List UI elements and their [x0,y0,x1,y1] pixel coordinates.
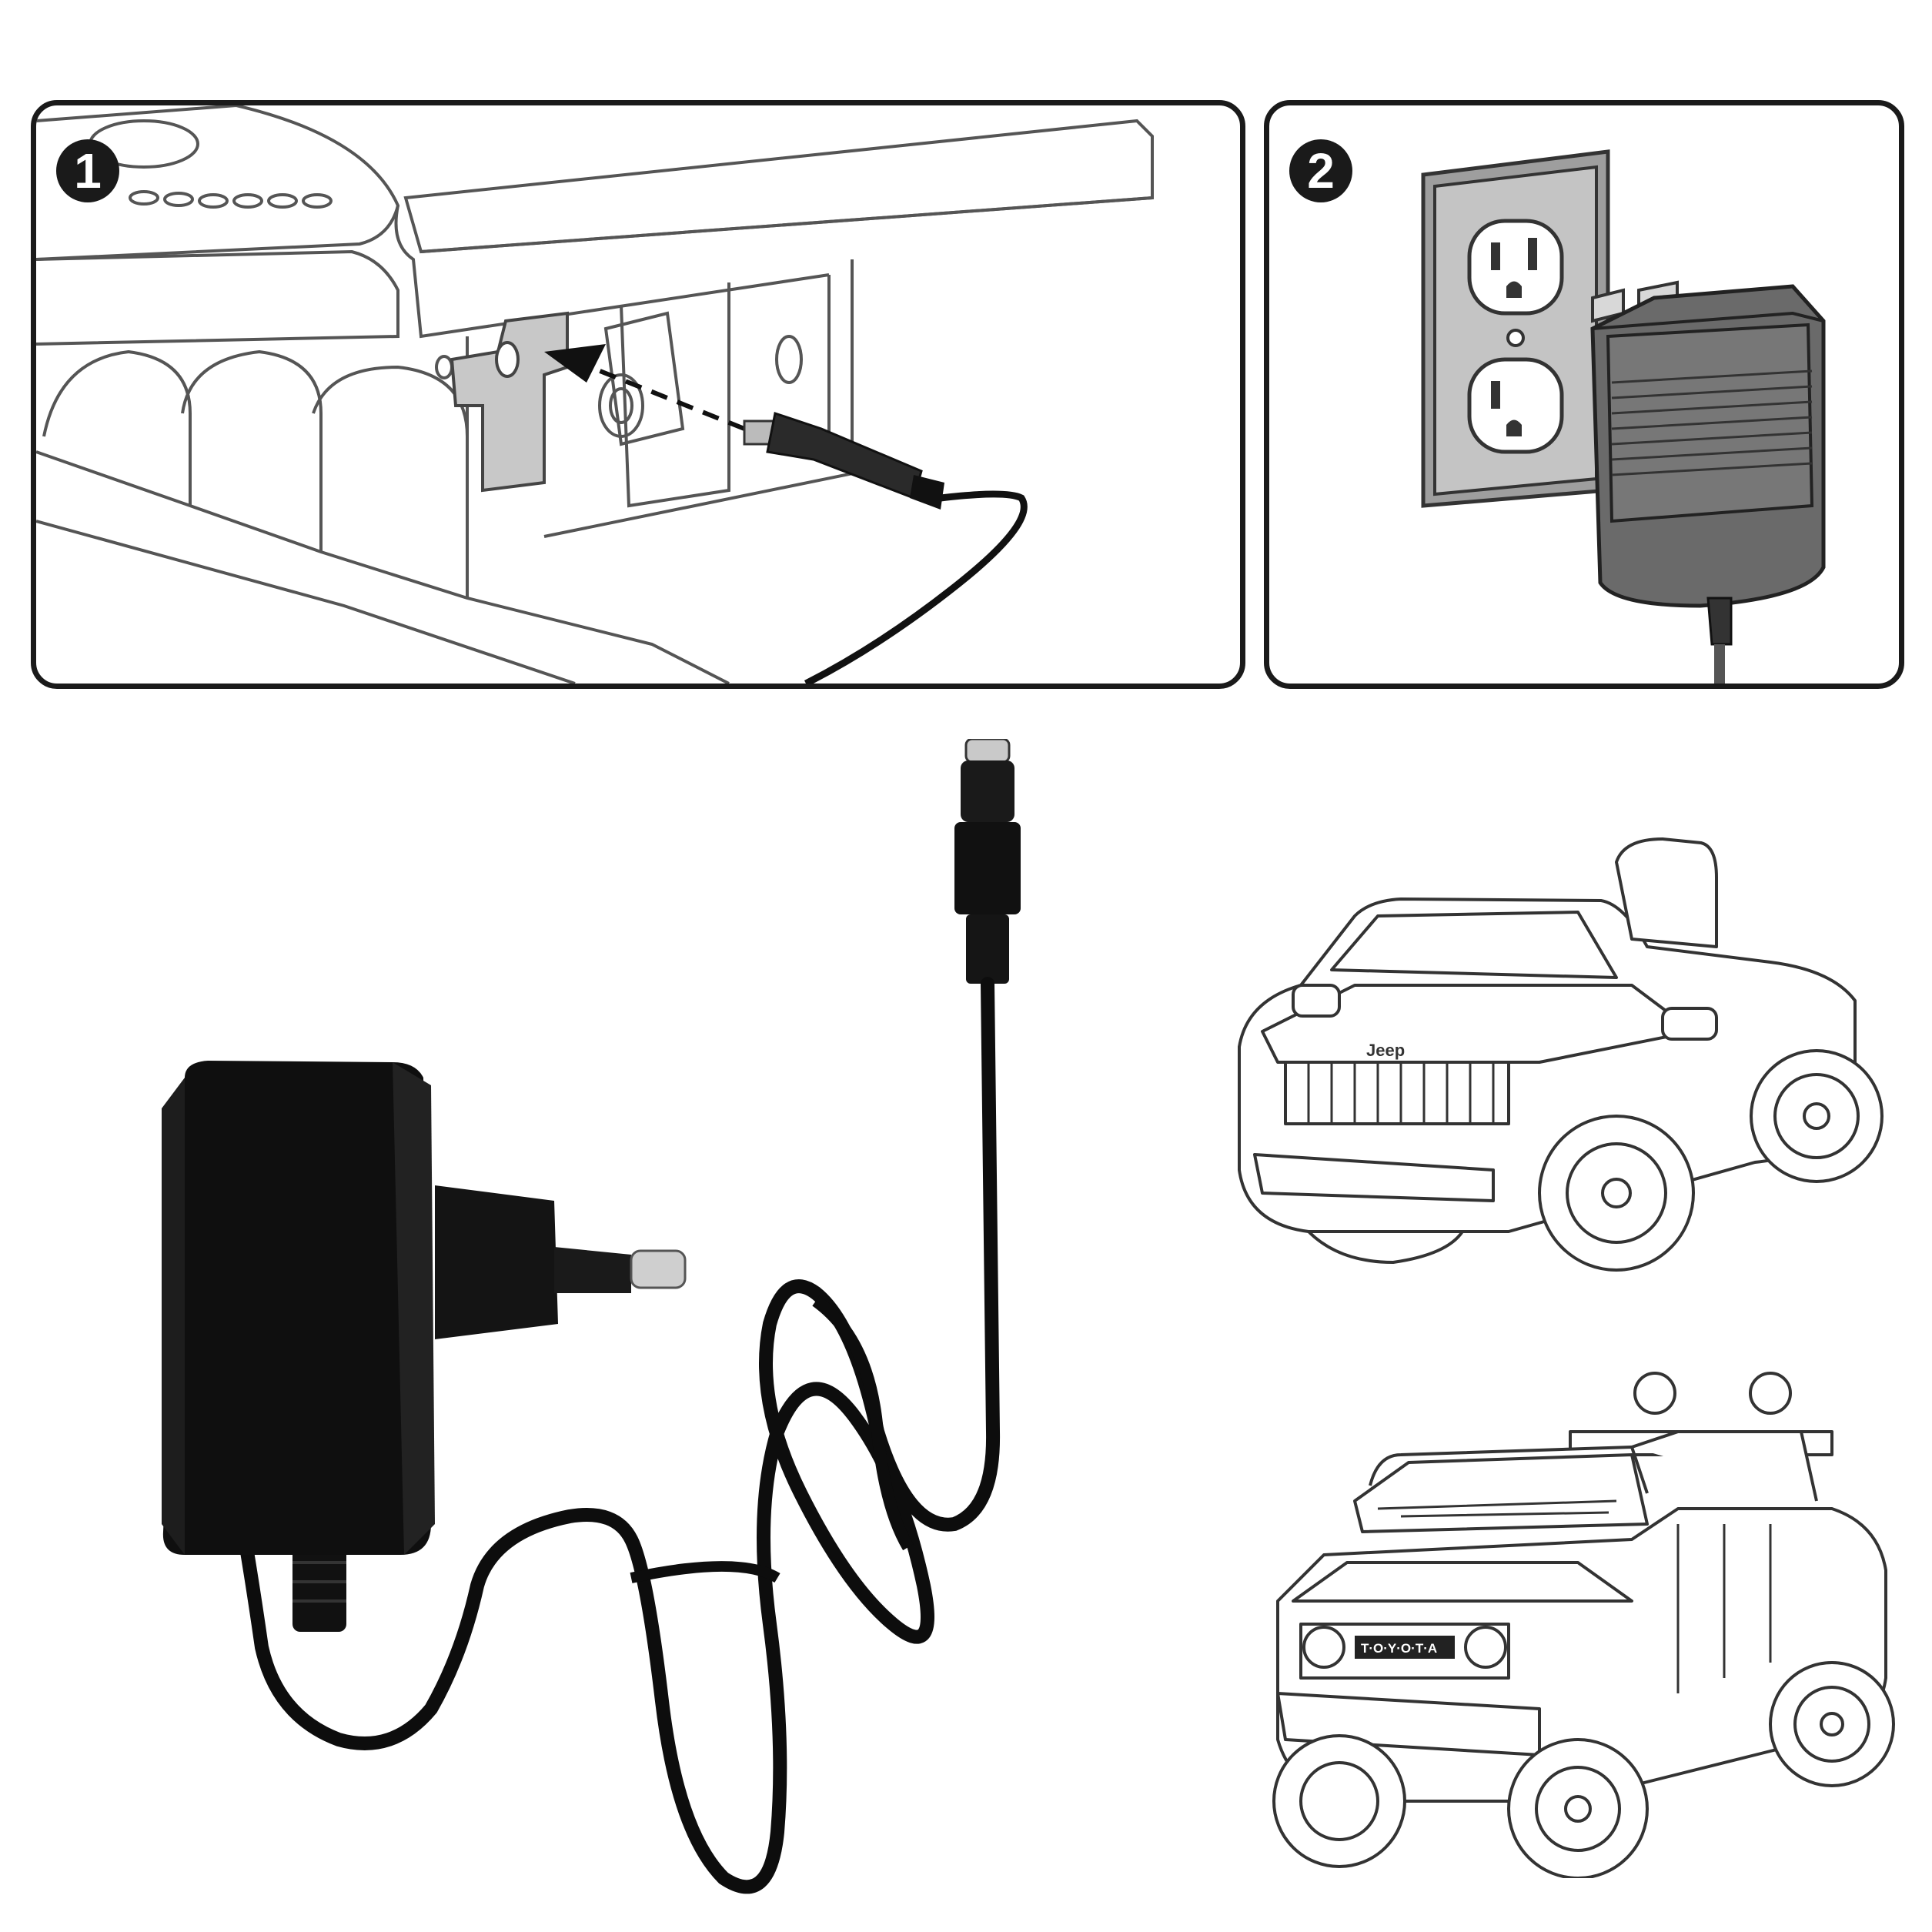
toyota-badge: T·O·Y·O·T·A [1361,1641,1437,1656]
step-1-badge: 1 [56,139,119,202]
step-2-badge: 2 [1289,139,1352,202]
step-1-panel: 1 [31,100,1245,689]
ride-on-jeep-icon: Jeep [1238,837,1884,1272]
jeep-badge: Jeep [1366,1041,1405,1060]
ride-on-jeep: Jeep [1216,831,1894,1324]
step-2-panel: 2 [1264,100,1904,689]
wall-outlet-adapter-diagram-icon [1421,149,1826,684]
ride-on-toyota: T·O·Y·O·T·A [1247,1370,1909,1878]
eu-wall-charger [139,739,1062,1909]
eu-wall-charger-icon [162,739,1021,1894]
charging-port-plug-diagram-icon [36,105,1154,684]
ride-on-toyota-icon: T·O·Y·O·T·A [1272,1372,1895,1878]
